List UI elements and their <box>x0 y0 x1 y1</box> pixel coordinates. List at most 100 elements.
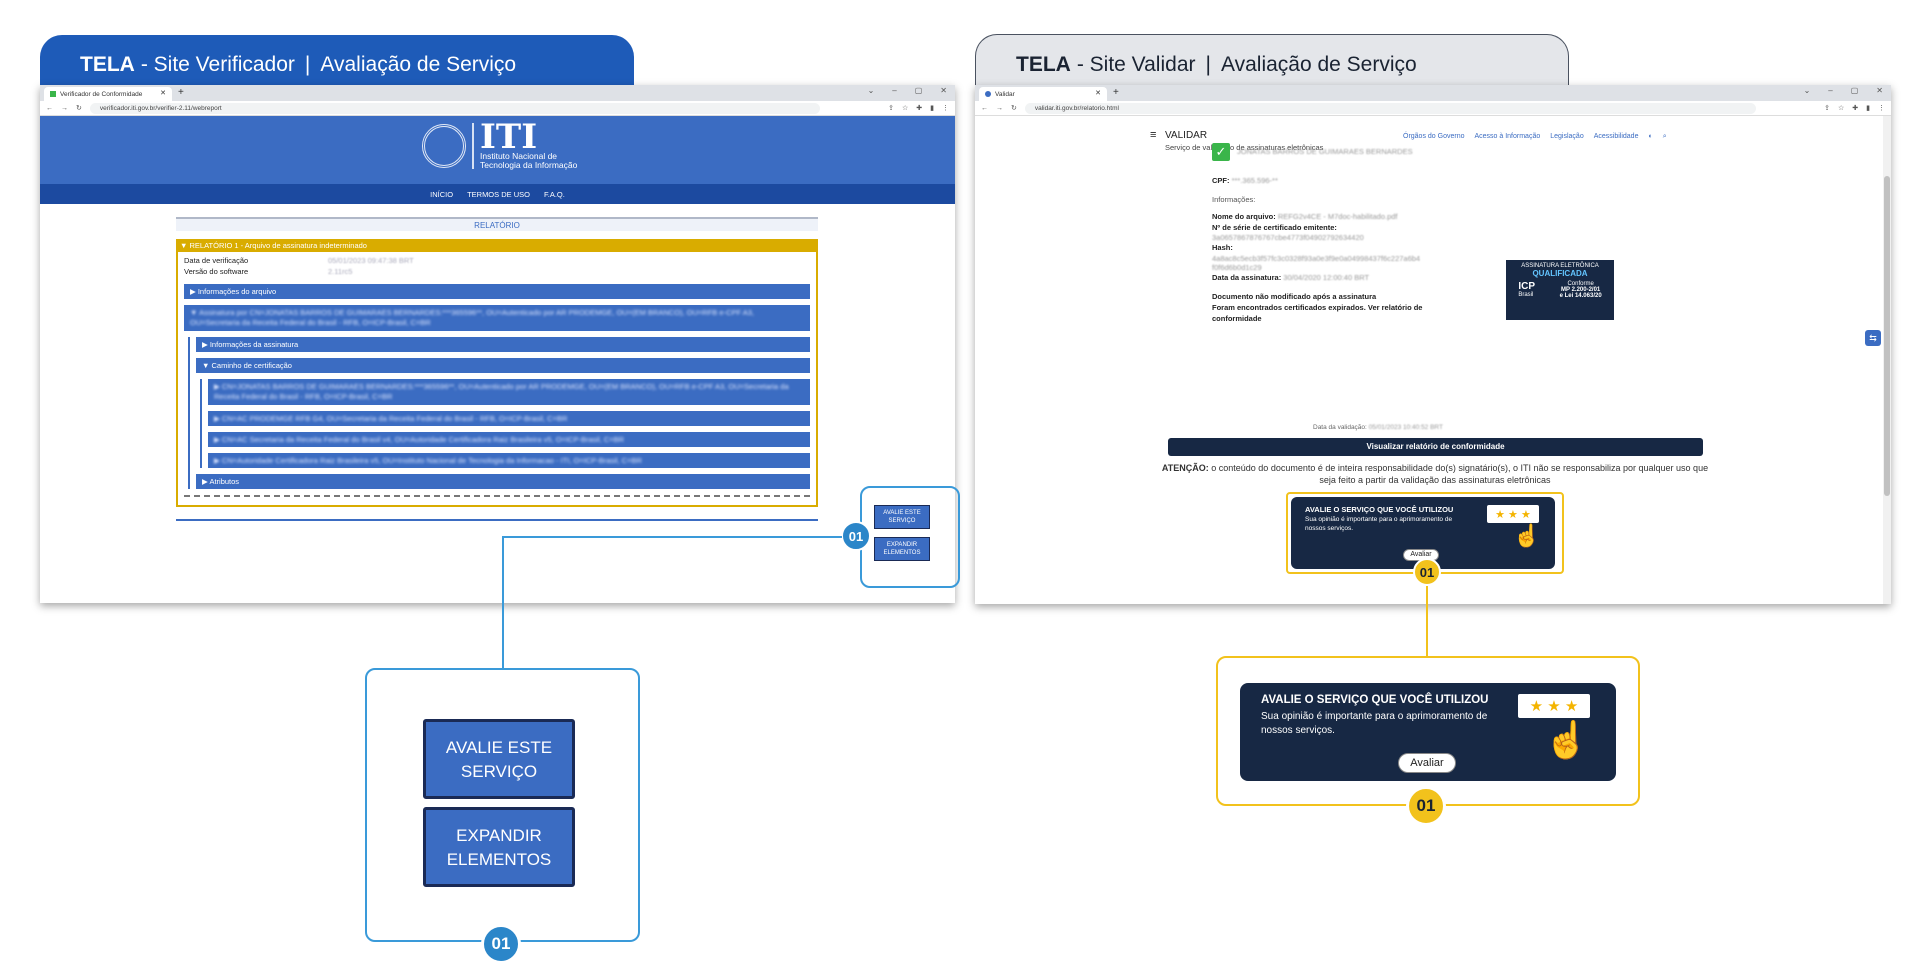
star-icon[interactable]: ☆ <box>901 105 909 112</box>
brand-title: VALIDAR <box>1165 130 1208 141</box>
row-label: Data de verificação <box>184 256 249 265</box>
left-connector-h <box>502 536 842 538</box>
sidepanel-icon[interactable]: ▮ <box>1866 105 1870 112</box>
scrollbar[interactable] <box>1883 116 1891 604</box>
link-acesso[interactable]: Acesso à Informação <box>1474 133 1541 140</box>
zoom-expandir-elementos-button[interactable]: EXPANDIR ELEMENTOS <box>423 807 575 887</box>
minimize-icon[interactable]: – <box>1828 86 1833 95</box>
site-name: - Site Verificador <box>140 53 295 76</box>
back-icon[interactable]: ← <box>46 104 53 112</box>
browser-tabbar: Verificador de Conformidade ✕ + ⌄ – ▢ ✕ <box>40 85 955 101</box>
maximize-icon[interactable]: ▢ <box>1850 86 1859 95</box>
row-value: 2.11rc5 <box>328 267 353 276</box>
nav-termos[interactable]: TERMOS DE USO <box>467 189 530 199</box>
status-line-2: Foram encontrados certificados expirados… <box>1212 303 1422 312</box>
data-validacao-row: Data da validação: 05/01/2023 10:40:52 B… <box>1313 424 1443 431</box>
atencao-notice: ATENÇÃO: o conteúdo do documento é de in… <box>1155 462 1715 486</box>
contrast-icon[interactable]: ◐ <box>1648 133 1653 140</box>
iti-logo[interactable]: ITI Instituto Nacional de Tecnologia da … <box>422 120 577 170</box>
expandir-elementos-button[interactable]: EXPANDIR ELEMENTOS <box>874 537 930 561</box>
star-icon[interactable]: ☆ <box>1837 105 1845 112</box>
main-nav: INÍCIO TERMOS DE USO F.A.Q. <box>40 184 955 204</box>
caminho-toggle[interactable]: ▼ Caminho de certificação <box>196 358 810 373</box>
chain-item[interactable]: ▶ CN=AC Secretaria da Receita Federal do… <box>208 432 810 447</box>
zoom-avalie-servico-button[interactable]: AVALIE ESTE SERVIÇO <box>423 719 575 799</box>
nav-inicio[interactable]: INÍCIO <box>430 189 454 199</box>
zoom-rating-stars[interactable]: ★ ★ ★ <box>1518 694 1590 718</box>
status-text: Foram encontrados certificados expirados… <box>1212 303 1423 312</box>
close-tab-icon[interactable]: ✕ <box>160 90 166 97</box>
zoom-avaliar-button[interactable]: Avaliar <box>1398 753 1456 773</box>
status-line-3: conformidade <box>1212 314 1262 323</box>
chevron-down-icon[interactable]: ⌄ <box>867 86 875 95</box>
chevron-down-icon[interactable]: ⌄ <box>1803 86 1811 95</box>
scrollbar-thumb[interactable] <box>1884 176 1890 496</box>
zoom-expandir-line-2: ELEMENTOS <box>446 850 552 869</box>
share-icon[interactable]: ⇪ <box>1824 105 1830 112</box>
browser-tab[interactable]: Validar ✕ <box>979 87 1107 101</box>
seal-icp: ICP <box>1518 281 1535 292</box>
info-arquivo-toggle[interactable]: ▶ Informações do arquivo <box>184 284 810 299</box>
chain-item[interactable]: ▶ CN=AC PRODEMGE RFB G4, OU=Secretaria d… <box>208 411 810 426</box>
minimize-icon[interactable]: – <box>892 86 897 95</box>
nav-faq[interactable]: F.A.Q. <box>544 189 565 199</box>
menu-kebab-icon[interactable]: ⋮ <box>1878 105 1885 112</box>
accessibility-float-icon[interactable]: ⇆ <box>1865 330 1881 346</box>
back-icon[interactable]: ← <box>981 104 988 112</box>
relatorio-header[interactable]: ▼ RELATÓRIO 1 - Arquivo de assinatura in… <box>176 239 818 252</box>
search-icon[interactable]: ⌕ <box>1662 133 1667 140</box>
maximize-icon[interactable]: ▢ <box>914 86 923 95</box>
link-legislacao[interactable]: Legislação <box>1550 133 1584 140</box>
card-text-1: Sua opinião é importante para o aprimora… <box>1305 516 1453 523</box>
seal-brasil: Brasil <box>1518 292 1534 298</box>
visualizar-relatorio-button[interactable]: Visualizar relatório de conformidade <box>1168 438 1703 456</box>
rating-stars[interactable]: ★ ★ ★ <box>1487 505 1539 523</box>
zoom-card-text-1: Sua opinião é importante para o aprimora… <box>1261 711 1488 722</box>
url-field[interactable]: validar.iti.gov.br/relatorio.html <box>1024 102 1757 114</box>
reload-icon[interactable]: ↻ <box>1011 105 1017 112</box>
avalie-servico-button[interactable]: AVALIE ESTE SERVIÇO <box>874 505 930 529</box>
sidepanel-icon[interactable]: ▮ <box>930 105 934 112</box>
new-tab-icon[interactable]: + <box>178 87 184 98</box>
reload-icon[interactable]: ↻ <box>76 105 82 112</box>
data-assinatura-row: Data da assinatura: 30/04/2020 12:00:40 … <box>1212 273 1369 282</box>
zoom-avalie-line-2: SERVIÇO <box>460 762 538 781</box>
zoom-card-text-2: nossos serviços. <box>1261 725 1335 736</box>
hash-value-2: f0f6d6b0d1c29 <box>1212 263 1262 272</box>
browser-tab[interactable]: Verificador de Conformidade ✕ <box>44 87 172 101</box>
signer-name: JONATAS BARROS DE GUIMARAES BERNARDES <box>1237 147 1413 156</box>
extensions-icon[interactable]: ✚ <box>916 105 923 112</box>
seal-line-1: ASSINATURA ELETRÔNICA <box>1521 263 1599 269</box>
status-line-1: Documento não modificado após a assinatu… <box>1212 292 1376 301</box>
url-field[interactable]: verificador.iti.gov.br/verifier-2.11/web… <box>89 102 821 114</box>
forward-icon[interactable]: → <box>61 104 68 112</box>
cpf-value: ***.365.596-** <box>1231 176 1278 185</box>
info-assinatura-toggle[interactable]: ▶ Informações da assinatura <box>196 337 810 352</box>
expandir-line-1: EXPANDIR <box>886 542 918 548</box>
serie-value: 3a0657867876767cbe4773f04902792634420 <box>1212 233 1364 242</box>
link-acessibilidade[interactable]: Acessibilidade <box>1593 133 1639 140</box>
zoom-card-title: AVALIE O SERVIÇO QUE VOCÊ UTILIZOU <box>1261 694 1489 706</box>
chain-item[interactable]: ▶ CN=JONATAS BARROS DE GUIMARAES BERNARD… <box>208 379 810 405</box>
chain-text: ▶ CN=AC Secretaria da Receita Federal do… <box>214 435 625 444</box>
logo-subtitle-1: Instituto Nacional de <box>480 151 558 161</box>
close-window-icon[interactable]: ✕ <box>1876 86 1883 95</box>
left-connector-v <box>502 536 504 669</box>
hamburger-menu-icon[interactable]: ≡ <box>1150 129 1157 141</box>
assinatura-toggle[interactable]: ▼ Assinatura por CN=JONATAS BARROS DE GU… <box>184 305 810 331</box>
chain-item[interactable]: ▶ CN=Autoridade Certificadora Raiz Brasi… <box>208 453 810 468</box>
menu-kebab-icon[interactable]: ⋮ <box>942 105 949 112</box>
new-tab-icon[interactable]: + <box>1113 87 1119 98</box>
link-orgaos[interactable]: Órgãos do Governo <box>1403 133 1465 140</box>
forward-icon[interactable]: → <box>996 104 1003 112</box>
close-tab-icon[interactable]: ✕ <box>1095 90 1101 97</box>
left-highlight-box <box>860 486 960 588</box>
extensions-icon[interactable]: ✚ <box>1852 105 1859 112</box>
zoom-pointing-hand-icon: ☝ <box>1544 719 1589 760</box>
close-window-icon[interactable]: ✕ <box>940 86 947 95</box>
validar-brand[interactable]: VALIDAR Serviço de validação de assinatu… <box>1165 130 1323 152</box>
data-assinatura-label: Data da assinatura: <box>1212 273 1282 282</box>
atributos-toggle[interactable]: ▶ Atributos <box>196 474 810 489</box>
tab-title: Verificador de Conformidade <box>60 90 143 98</box>
share-icon[interactable]: ⇪ <box>888 105 894 112</box>
